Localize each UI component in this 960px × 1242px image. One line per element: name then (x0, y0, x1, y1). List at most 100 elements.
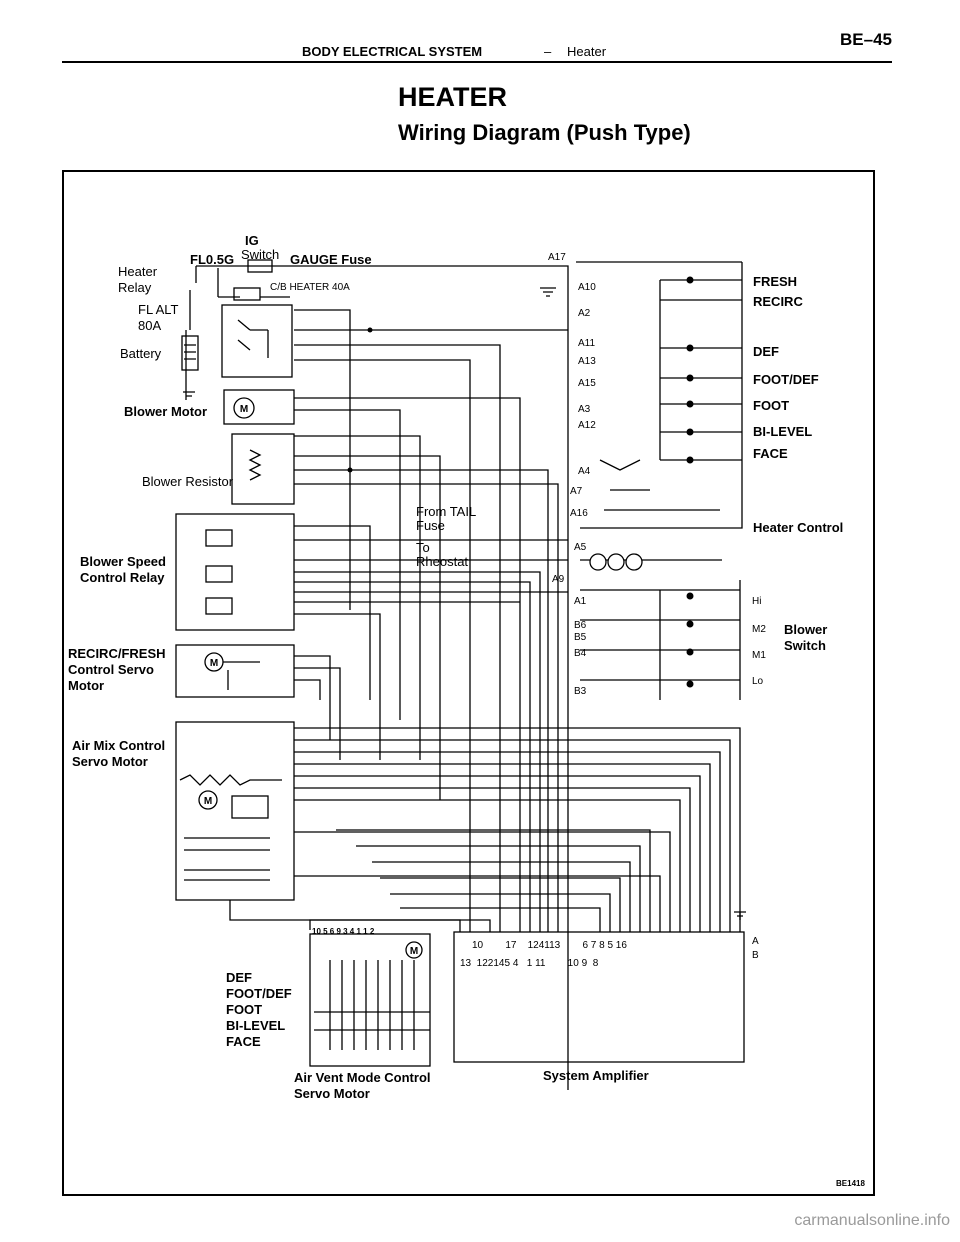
pin-a12: A12 (578, 420, 596, 431)
amplifier-label: System Amplifier (543, 1068, 649, 1083)
diagram-frame (62, 170, 875, 1196)
header-rule (62, 61, 892, 63)
pin-a5: A5 (574, 542, 587, 553)
pin-a15: A15 (578, 378, 596, 389)
pin-a16: A16 (570, 508, 588, 519)
pin-b4: B4 (574, 648, 587, 659)
speed-lo: Lo (752, 676, 764, 687)
pin-a10: A10 (578, 282, 596, 293)
from-tail-label-1: From TAIL (416, 504, 476, 519)
main-power-bus (196, 265, 569, 1090)
battery-symbol (181, 335, 199, 371)
blower-resistor-label: Blower Resistor (142, 474, 234, 489)
mode-face: FACE (753, 446, 788, 461)
heater-relay-label-1: Heater (118, 264, 158, 279)
speed-relay-box (175, 513, 295, 631)
amp-pins-b: 13 122145 4 1 11 10 9 8 (460, 958, 599, 969)
mode-fresh: FRESH (753, 274, 797, 289)
pin-a11: A11 (578, 338, 595, 349)
header-title: BODY ELECTRICAL SYSTEM (302, 44, 483, 59)
pin-a2: A2 (578, 308, 591, 319)
recirc-servo-box (175, 644, 295, 698)
ig-switch-contacts (247, 259, 273, 273)
pin-a3: A3 (578, 404, 591, 415)
page-number: BE–45 (840, 30, 892, 49)
vent-mode-def: DEF (226, 970, 252, 985)
vent-mode-bi-level: BI-LEVEL (226, 1018, 285, 1033)
fl05g-label: FL0.5G (190, 252, 234, 267)
recirc-label-2: Control Servo (68, 662, 154, 677)
recirc-label-1: RECIRC/FRESH (68, 646, 166, 661)
page-header: BODY ELECTRICAL SYSTEM – Heater BE–45 (62, 30, 892, 60)
heater-control-label: Heater Control (753, 520, 843, 535)
header-section: Heater (567, 44, 607, 59)
vent-mode-foot-def: FOOT/DEF (226, 986, 292, 1001)
pin-a1: A1 (574, 596, 587, 607)
gauge-fuse-label: GAUGE Fuse (290, 252, 372, 267)
cb-heater-40a (233, 287, 261, 301)
vent-mode-face: FACE (226, 1034, 261, 1049)
blower-switch-label-2: Switch (784, 638, 826, 653)
blower-resistor-box (231, 433, 295, 505)
svg-text:M: M (204, 796, 212, 807)
pin-a9: A9 (552, 574, 565, 585)
heater-relay-label-2: Relay (118, 280, 152, 295)
svg-text:M: M (410, 946, 418, 957)
blower-switch-label-1: Blower (784, 622, 827, 637)
fl-alt-label-1: FL ALT (138, 302, 179, 317)
pin-b3: B3 (574, 686, 587, 697)
mode-foot: FOOT (753, 398, 789, 413)
rheostat-label-2: Rheostat (416, 554, 468, 569)
rheostat-label-1: To (416, 540, 430, 555)
pin-a4: A4 (578, 466, 591, 477)
airmix-label-2: Servo Motor (72, 754, 148, 769)
pin-b5: B5 (574, 632, 587, 643)
watermark: carmanualsonline.info (794, 1212, 950, 1229)
cb-heater-label: C/B HEATER 40A (270, 282, 350, 293)
from-tail-label-2: Fuse (416, 518, 445, 533)
page-title: HEATER (398, 82, 508, 112)
mode-foot-def: FOOT/DEF (753, 372, 819, 387)
page-subtitle: Wiring Diagram (Push Type) (398, 120, 691, 145)
heater-relay-box (221, 304, 293, 378)
blower-motor-icon (233, 397, 255, 419)
airvent-pins: 10 5 6 9 3 4 1 1 2 (312, 927, 375, 936)
vent-mode-foot: FOOT (226, 1002, 262, 1017)
mode-recirc: RECIRC (753, 294, 803, 309)
airvent-motor-icon (405, 941, 423, 959)
blower-motor-box (223, 389, 295, 425)
mode-bi-level: BI-LEVEL (753, 424, 812, 439)
airvent-label-1: Air Vent Mode Control (294, 1070, 431, 1085)
figure-reference-code: BE1418 (836, 1179, 865, 1188)
switch-label: Switch (241, 247, 279, 262)
mode-def: DEF (753, 344, 779, 359)
amp-pins-a: 10 17 124113 6 7 8 5 16 (472, 940, 627, 951)
speed-relay-label-2: Control Relay (80, 570, 165, 585)
svg-text:M: M (210, 658, 218, 669)
speed-m1: M1 (752, 650, 766, 661)
fl-alt-label-2: 80A (138, 318, 161, 333)
recirc-motor-icon (204, 652, 224, 672)
blower-motor-label: Blower Motor (124, 404, 207, 419)
pin-a17: A17 (548, 252, 566, 263)
speed-relay-label-1: Blower Speed (80, 554, 166, 569)
speed-m2: M2 (752, 624, 766, 635)
airmix-servo-box (175, 721, 295, 901)
airmix-label-1: Air Mix Control (72, 738, 165, 753)
pin-a7: A7 (570, 486, 583, 497)
header-separator: – (544, 44, 552, 59)
speed-hi: Hi (752, 596, 761, 607)
amp-connector-a: A (752, 936, 759, 947)
system-amplifier-box (453, 931, 745, 1063)
airmix-motor-icon (198, 790, 218, 810)
recirc-label-3: Motor (68, 678, 104, 693)
ig-label: IG (245, 233, 259, 248)
amp-connector-b: B (752, 950, 759, 961)
heater-control-panel (580, 262, 743, 529)
svg-text:M: M (240, 404, 248, 415)
airvent-label-2: Servo Motor (294, 1086, 370, 1101)
pin-a13: A13 (578, 356, 596, 367)
pin-b6: B6 (574, 620, 587, 631)
battery-label: Battery (120, 346, 162, 361)
